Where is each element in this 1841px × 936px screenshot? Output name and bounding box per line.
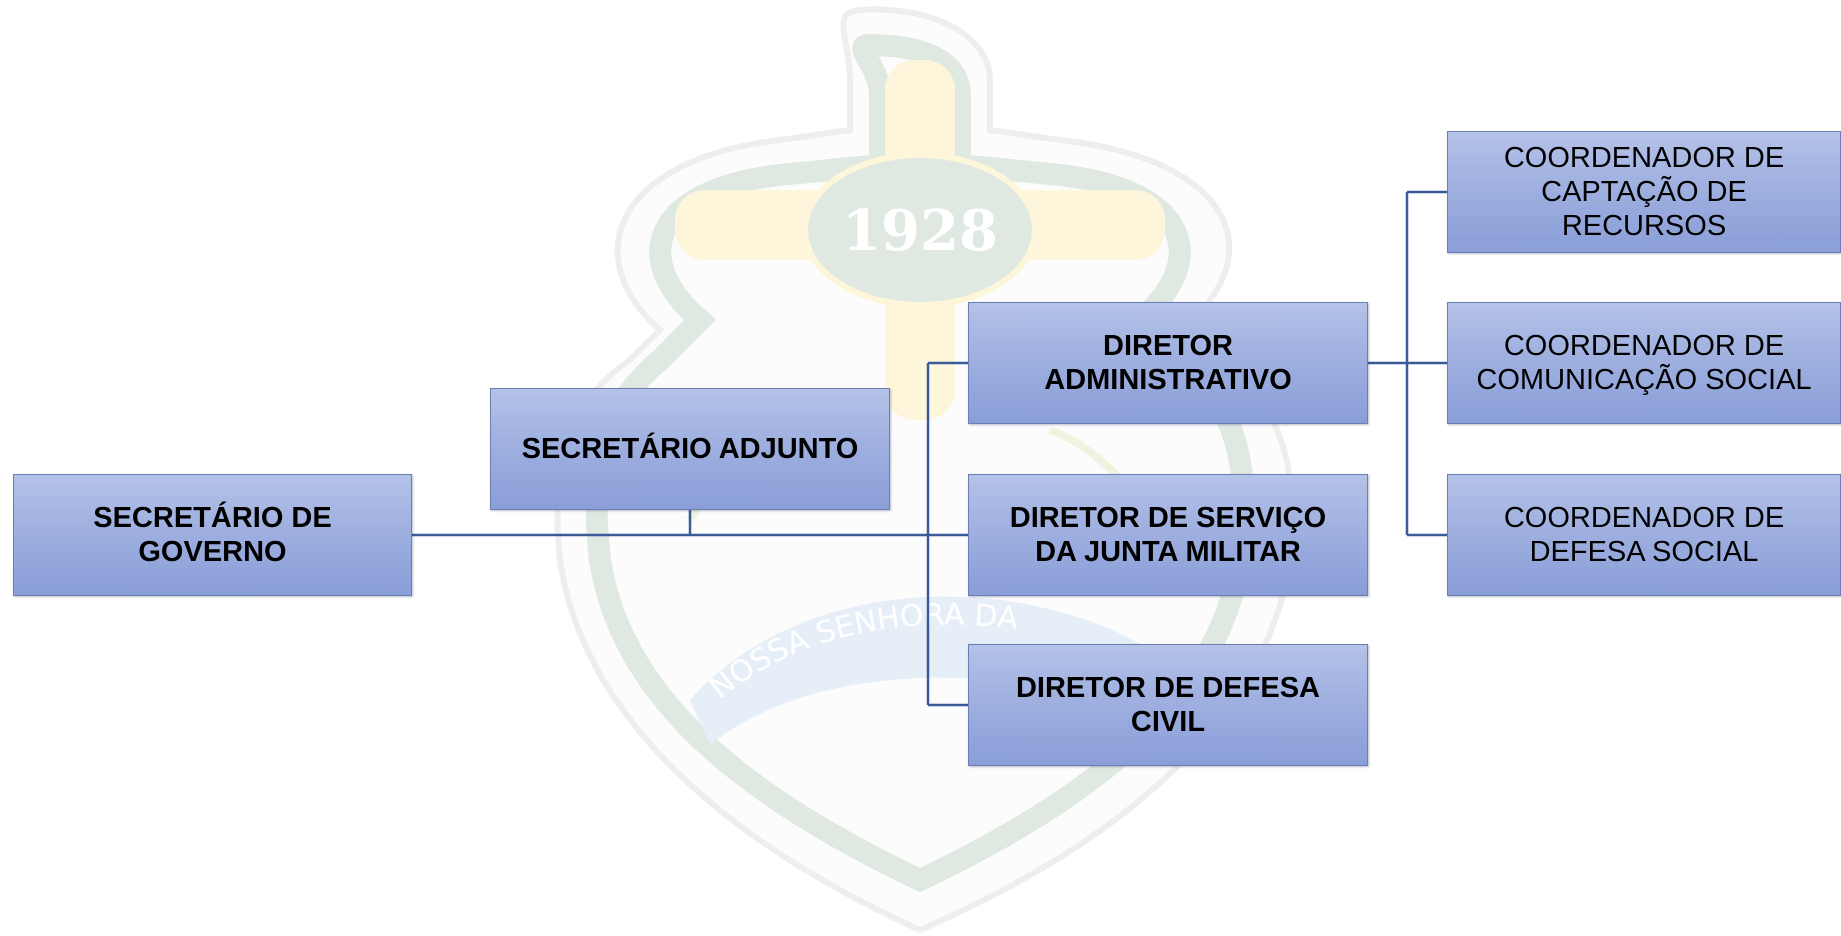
central-medallion (802, 152, 1038, 308)
year-text: 1928 (842, 198, 998, 264)
box-secretario-adjunto: SECRETÁRIO ADJUNTO (490, 388, 890, 510)
box-diretor-defesa-civil: DIRETOR DE DEFESA CIVIL (968, 644, 1368, 766)
box-diretor-junta-militar: DIRETOR DE SERVIÇO DA JUNTA MILITAR (968, 474, 1368, 596)
box-diretor-administrativo: DIRETOR ADMINISTRATIVO (968, 302, 1368, 424)
box-coordenador-comunicacao-social: COORDENADOR DE COMUNICAÇÃO SOCIAL (1447, 302, 1841, 424)
box-secretario-de-governo: SECRETÁRIO DE GOVERNO (13, 474, 412, 596)
box-coordenador-defesa-social: COORDENADOR DE DEFESA SOCIAL (1447, 474, 1841, 596)
cross-horizontal (675, 190, 1165, 260)
cross-vertical (885, 60, 955, 420)
box-coordenador-captacao-recursos: COORDENADOR DE CAPTAÇÃO DE RECURSOS (1447, 131, 1841, 253)
